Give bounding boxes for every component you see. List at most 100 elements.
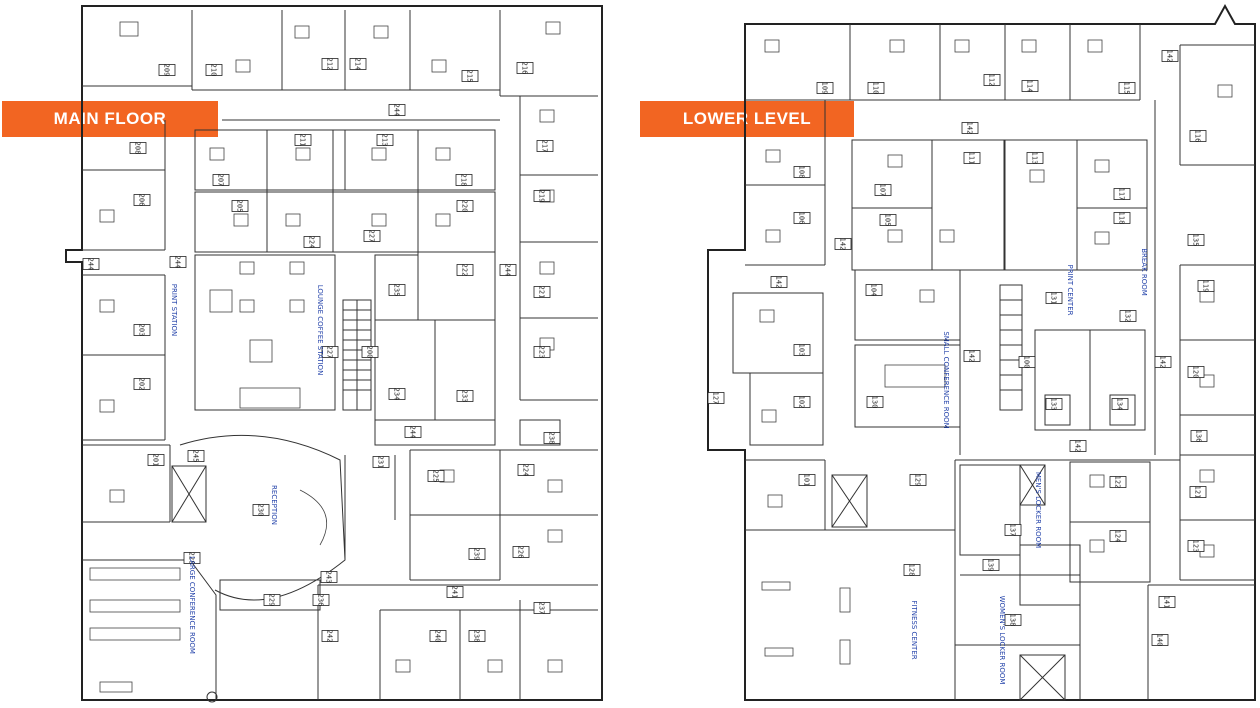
room-number-text: 138 <box>1009 614 1017 627</box>
room-number-239: 239 <box>468 548 486 560</box>
room-number-box <box>294 134 312 146</box>
room-number-text: 107 <box>879 184 887 197</box>
lower-furniture <box>759 39 1233 665</box>
room-number-text: 221 <box>538 286 546 299</box>
room-number-113: 113 <box>1026 152 1044 164</box>
room-number-text: 109 <box>821 82 829 95</box>
room-number-text: 209 <box>163 64 171 77</box>
room-number-137: 137 <box>1004 524 1022 536</box>
room-number-text: 244 <box>87 258 95 271</box>
room-number-box <box>363 230 381 242</box>
room-number-243: 243 <box>320 571 338 584</box>
room-number-121: 121 <box>1189 486 1207 498</box>
room-number-box <box>866 396 884 408</box>
room-number-text: 220 <box>461 200 469 213</box>
room-number-text: 244 <box>393 104 401 117</box>
room-number-box <box>865 284 883 296</box>
room-number-text: 230 <box>257 504 265 517</box>
room-number-131: 131 <box>1045 292 1063 304</box>
room-number-box <box>263 594 281 606</box>
room-number-box <box>312 594 330 606</box>
room-number-231: 231 <box>372 456 390 468</box>
room-number-141: 141 <box>1158 596 1176 608</box>
room-number-240: 240 <box>429 630 447 642</box>
room-number-118: 118 <box>1113 212 1131 224</box>
room-number-text: 142 <box>968 350 976 363</box>
main-furniture <box>99 21 563 673</box>
room-number-129: 129 <box>909 474 927 486</box>
room-number-text: 224 <box>308 236 316 249</box>
room-number-text: 100 <box>1023 356 1031 369</box>
room-number-207: 207 <box>212 174 230 186</box>
room-number-244: 244 <box>82 258 100 271</box>
room-number-text: 142 <box>1166 50 1174 63</box>
room-number-100: 100 <box>1018 356 1036 369</box>
room-number-219: 219 <box>533 190 551 203</box>
room-number-box <box>1119 310 1137 322</box>
room-number-box <box>793 166 811 178</box>
room-number-133: 133 <box>1045 398 1063 410</box>
room-number-box <box>147 454 165 466</box>
room-number-text: 102 <box>798 396 806 409</box>
room-number-text: 243 <box>325 571 333 584</box>
room-number-123: 123 <box>1187 540 1205 552</box>
room-number-box <box>793 344 811 356</box>
room-number-text: 111 <box>968 152 976 165</box>
room-number-box <box>499 264 517 276</box>
room-number-box <box>1161 50 1179 62</box>
room-number-box <box>1189 486 1207 498</box>
room-number-box <box>1113 212 1131 224</box>
room-number-text: 208 <box>134 142 142 155</box>
room-number-218: 218 <box>455 174 473 186</box>
room-number-box <box>1026 152 1044 164</box>
room-number-box <box>982 559 1000 571</box>
room-number-text: 213 <box>381 134 389 147</box>
room-number-box <box>533 190 551 202</box>
room-number-224: 224 <box>303 236 321 249</box>
room-number-box <box>349 58 367 70</box>
room-number-text: 142 <box>775 276 783 289</box>
room-number-229: 229 <box>263 594 281 606</box>
room-number-box <box>1189 130 1207 142</box>
room-number-233: 233 <box>456 390 474 403</box>
room-number-text: 110 <box>872 82 880 95</box>
room-number-text: 120 <box>1192 366 1200 379</box>
room-number-box <box>1187 366 1205 378</box>
room-number-box <box>133 324 151 336</box>
room-number-box <box>468 548 486 560</box>
room-number-box <box>468 630 486 642</box>
room-number-242: 242 <box>321 630 339 642</box>
room-number-text: 124 <box>1114 530 1122 543</box>
lower-level-banner: LOWER LEVEL <box>640 101 854 137</box>
room-number-box <box>169 256 187 268</box>
room-number-132: 132 <box>1119 310 1137 322</box>
room-number-201: 201 <box>147 454 165 466</box>
room-number-box <box>533 602 551 614</box>
room-number-text: 122 <box>1114 476 1122 489</box>
room-number-text: 206 <box>138 194 146 207</box>
room-number-128: 128 <box>903 564 921 576</box>
room-number-box <box>874 184 892 196</box>
room-number-135: 135 <box>1187 234 1205 246</box>
room-number-text: 227 <box>326 346 334 359</box>
room-number-text: 241 <box>451 586 459 599</box>
room-number-box <box>133 194 151 206</box>
lower-center-offices <box>851 100 1156 455</box>
room-number-244: 244 <box>499 264 517 276</box>
room-number-142: 142 <box>963 350 981 363</box>
room-label: LOUNGE COFFEE STATION <box>316 285 324 376</box>
room-number-text: 219 <box>538 190 546 203</box>
room-number-222: 222 <box>456 264 474 276</box>
room-number-text: 233 <box>461 390 469 403</box>
room-number-138: 138 <box>1004 614 1022 627</box>
room-number-213: 213 <box>376 134 394 147</box>
room-number-box <box>129 142 147 154</box>
room-number-box <box>388 104 406 116</box>
room-number-box <box>1004 524 1022 536</box>
lower-top-offices <box>745 24 1255 166</box>
room-label: PRINT STATION <box>170 284 178 336</box>
room-number-119: 119 <box>1197 280 1215 292</box>
room-number-box <box>388 388 406 400</box>
room-number-text: 142 <box>1074 440 1082 453</box>
room-number-box <box>517 464 535 476</box>
